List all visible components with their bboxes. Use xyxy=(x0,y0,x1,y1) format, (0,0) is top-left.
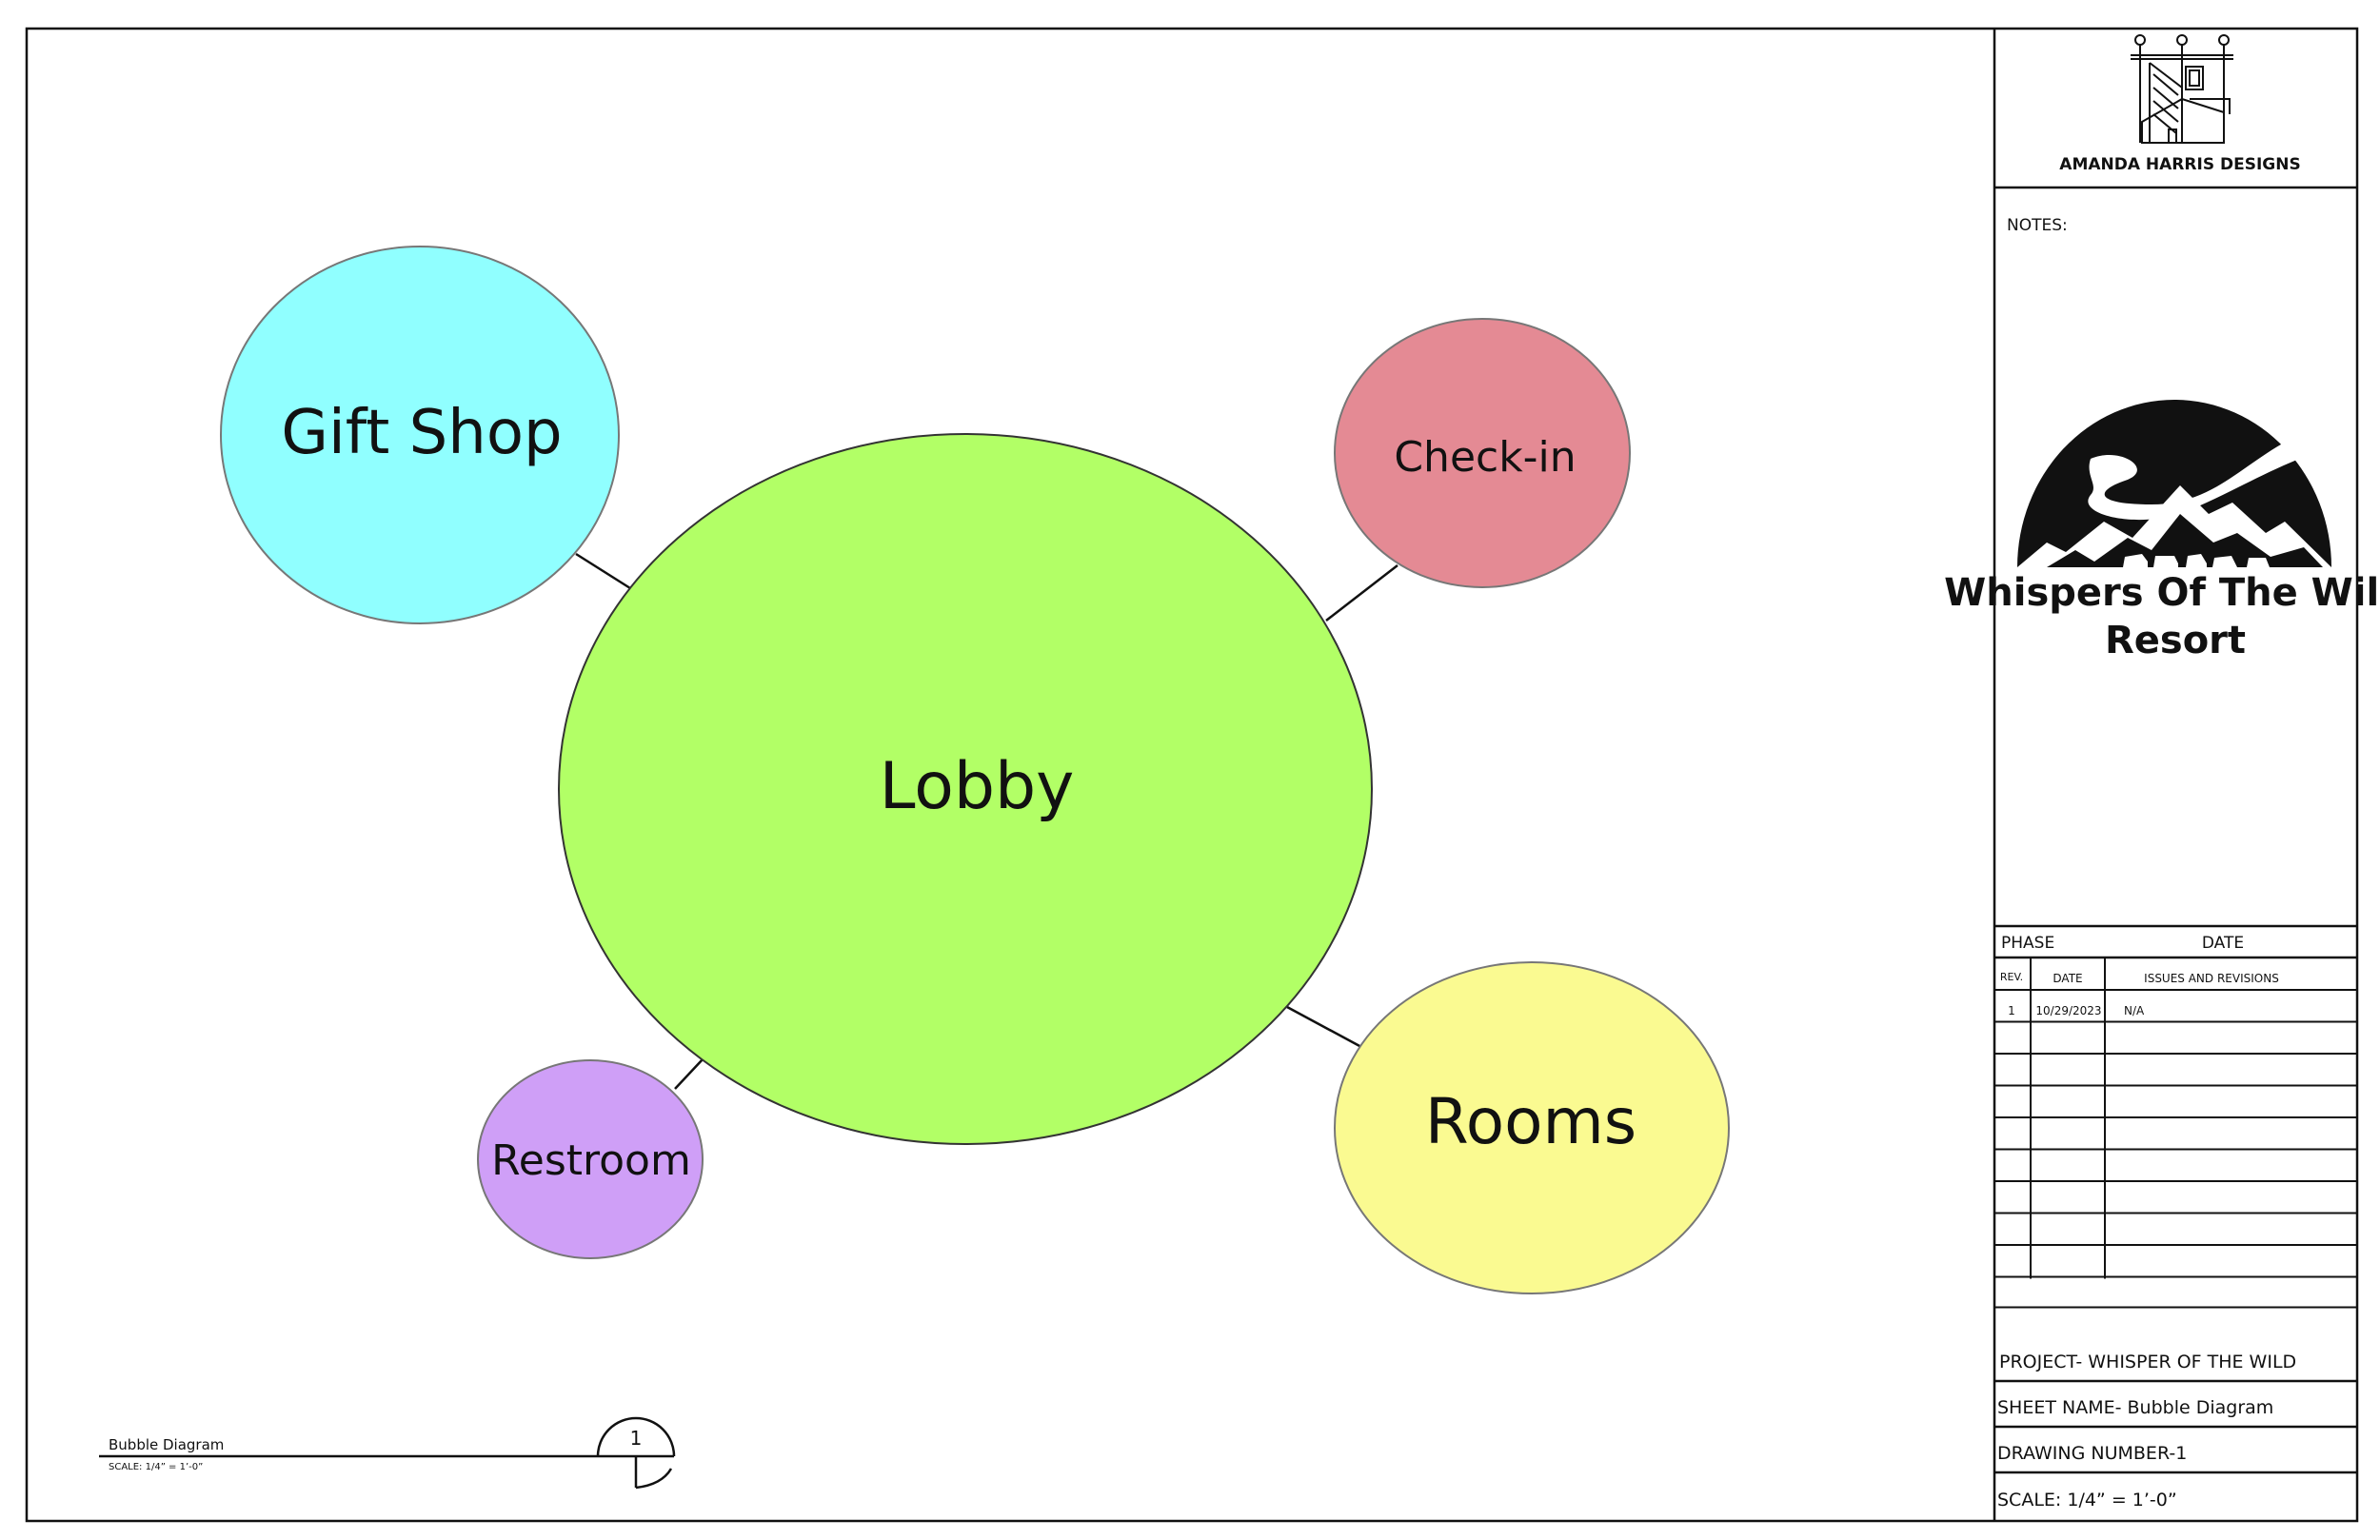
bubble-restroom xyxy=(477,1059,704,1259)
connector-rooms-lobby xyxy=(1286,1005,1362,1049)
title-block: AMANDA HARRIS DESIGNS NOTES: Whispers Of… xyxy=(1944,34,2380,1510)
resort-logo xyxy=(2017,400,2331,567)
section-marker-tail xyxy=(635,1468,673,1490)
bubble-rooms xyxy=(1334,961,1730,1294)
bubble-gift-shop xyxy=(220,246,620,624)
drawing-title-scale: SCALE: 1/4” = 1’-0” xyxy=(109,1462,203,1472)
rooms-label: Rooms xyxy=(1425,1085,1636,1158)
notes-label: NOTES: xyxy=(2007,216,2068,235)
revision-row-1-date: 10/29/2023 xyxy=(2035,1004,2101,1017)
sheet-border xyxy=(25,27,2359,1523)
section-marker-number: 1 xyxy=(630,1427,643,1450)
check-in-label: Check-in xyxy=(1394,433,1576,482)
bubble-check-in xyxy=(1334,318,1631,588)
firm-logo xyxy=(2131,34,2233,144)
revisions-table: REV. DATE ISSUES AND REVISIONS 1 10/29/2… xyxy=(1994,958,2357,1309)
firm-name: AMANDA HARRIS DESIGNS xyxy=(2059,155,2300,174)
connector-gift-shop-lobby xyxy=(575,552,631,590)
drawing-title: Bubble Diagram SCALE: 1/4” = 1’-0” 1 xyxy=(99,1416,676,1490)
phase-label: PHASE xyxy=(2001,934,2054,953)
revision-row-1-rev: 1 xyxy=(2008,1004,2015,1017)
drawing-number: DRAWING NUMBER-1 xyxy=(1997,1443,2187,1464)
brand-line-2: Resort xyxy=(2105,619,2246,662)
bubble-diagram: Gift Shop Check-in Lobby Rooms Restroom xyxy=(220,246,1730,1294)
connector-check-in-lobby xyxy=(1325,564,1398,622)
gift-shop-label: Gift Shop xyxy=(281,398,562,468)
title-block-scale: SCALE: 1/4” = 1’-0” xyxy=(1997,1490,2177,1510)
rev-date-header: DATE xyxy=(2053,972,2082,985)
rev-header: REV. xyxy=(2000,971,2023,983)
restroom-label: Restroom xyxy=(491,1136,691,1185)
brand-line-1: Whispers Of The Wild xyxy=(1944,571,2380,615)
revision-row-1-issue: N/A xyxy=(2124,1004,2145,1017)
sheet-name: SHEET NAME- Bubble Diagram xyxy=(1997,1397,2273,1418)
section-marker-arc xyxy=(596,1416,676,1457)
bubble-lobby xyxy=(558,433,1373,1145)
connector-restroom-lobby xyxy=(674,1058,704,1090)
drawing-title-name: Bubble Diagram xyxy=(109,1436,224,1453)
date-label: DATE xyxy=(2202,934,2244,953)
issues-header: ISSUES AND REVISIONS xyxy=(2144,972,2279,985)
lobby-label: Lobby xyxy=(880,749,1075,824)
project-name: PROJECT- WHISPER OF THE WILD xyxy=(1999,1352,2296,1372)
revisions-grid xyxy=(1994,958,2357,1309)
